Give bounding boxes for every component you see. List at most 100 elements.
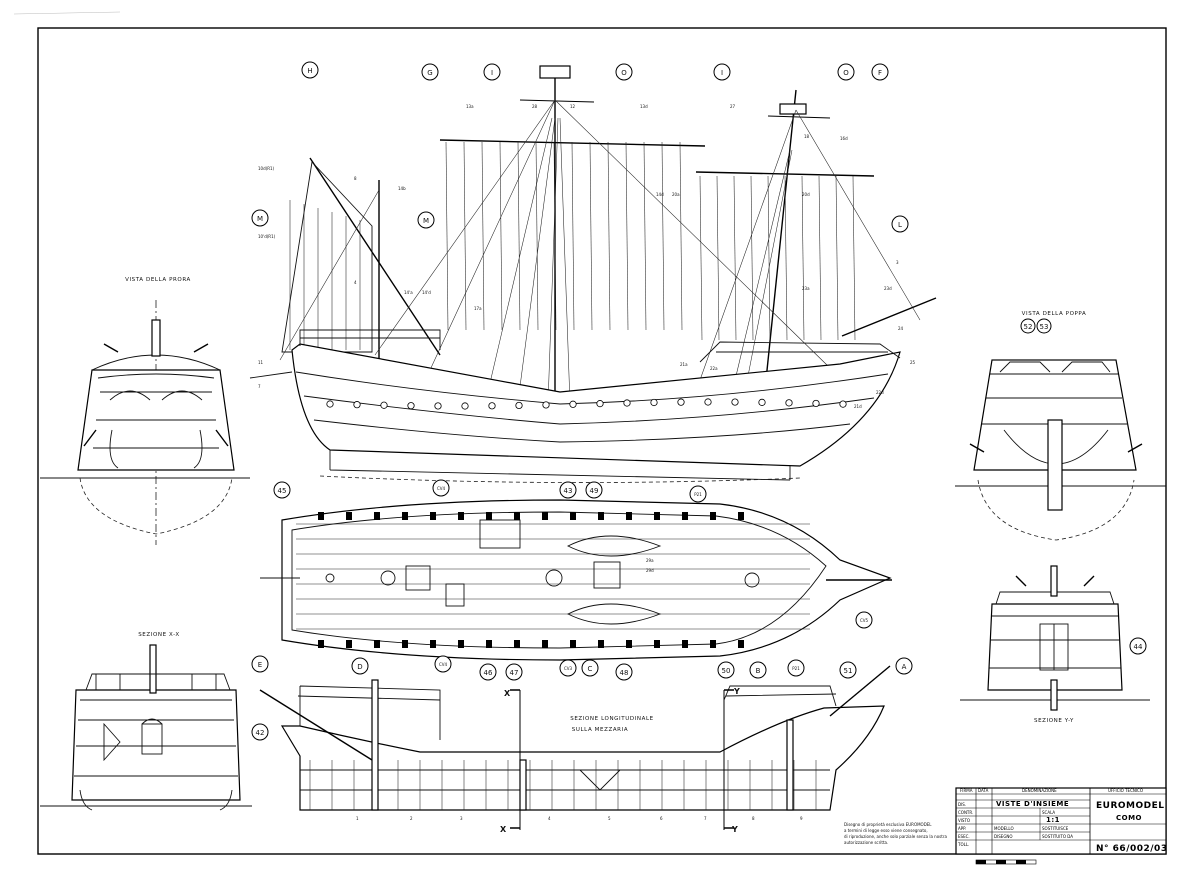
svg-text:A: A [902,663,907,671]
gun-port [650,398,658,407]
sail-seam [767,175,771,341]
deck-gun [542,640,548,648]
svg-text:C: C [588,665,593,673]
deck-gun [458,512,464,520]
marker-CV5: CV5 [855,611,873,629]
sail-seam [481,141,485,331]
svg-text:CV3: CV3 [564,666,573,671]
station-8: 8 [752,816,755,821]
marker-47: 47 [505,663,523,681]
marker-I2: I [713,63,731,81]
marker-B: B [749,661,767,679]
longitudinal-label-2: SULLA MEZZARIA [572,727,628,733]
gun-port [407,402,415,410]
sail-seam [733,175,737,341]
deck-gun [570,512,576,520]
marker-I1: I [483,63,501,81]
marker-P21-bottom: P21 [787,659,805,677]
tb-header-firma: FIRMA [960,788,973,793]
deck-gun [486,512,492,520]
svg-text:48: 48 [620,669,629,677]
svg-text:47: 47 [510,669,519,677]
sail-seam [852,175,856,341]
svg-text:42: 42 [256,729,265,737]
stern-view: VISTA DELLA POPPA [955,311,1166,541]
svg-text:M: M [257,215,263,223]
deck-gun [710,512,716,520]
marker-CV3: CV3 [559,659,577,677]
tb-scale-value: 1:1 [1046,816,1060,824]
marker-A: A [895,657,913,675]
marker-O1: O [615,63,633,81]
marker-M1: M [251,209,269,227]
gun-port [488,402,496,410]
label-22a: 22a [710,366,718,371]
label-14a-prime: 14'a [404,290,413,295]
tb-row-toll: TOLL. [957,842,969,847]
marker-O2: O [837,63,855,81]
gun-port [704,398,712,406]
label-23d: 23d [884,286,892,291]
svg-text:46: 46 [484,669,493,677]
deck-gun [738,512,744,520]
sail-seam [784,175,788,341]
label-14b: 14b [398,186,406,191]
tb-header-data: DATA [978,788,989,793]
marker-46: 46 [479,663,497,681]
label-10d: 10d(R1) [258,166,275,171]
sail-seam [499,141,503,331]
gun-port [731,398,739,406]
deck-gun [346,512,352,520]
sail-seam [625,141,629,331]
tb-row-esec: ESEC. [958,834,970,839]
sail-seam [716,175,720,341]
section-arrows: X X Y Y [500,687,740,834]
svg-text:CV4: CV4 [437,486,446,491]
svg-text:O: O [843,69,849,77]
gun-port [623,399,631,407]
station-7: 7 [704,816,707,821]
label-27: 27 [730,104,736,109]
deck-gun [318,640,324,648]
deck-gun [402,640,408,648]
svg-text:P21: P21 [694,492,702,497]
deck-gun [374,512,380,520]
marker-CV4-bottom: CV4 [434,655,452,673]
tb-row-dis: DIS. [958,802,966,807]
sail-seam [750,175,754,341]
notice-line-3: di riproduzione, anche solo parziale sen… [844,834,947,839]
svg-text:B: B [756,667,761,675]
svg-text:43: 43 [564,487,573,495]
sail-seam [835,175,839,341]
deck-gun [542,512,548,520]
label-14d-prime: 14'd [422,290,431,295]
svg-text:M: M [423,217,429,225]
svg-text:G: G [427,69,432,77]
label-20d: 20d [802,192,810,197]
deck-gun [598,512,604,520]
sail-seam [535,141,539,331]
label-16d: 16d [840,136,848,141]
svg-text:50: 50 [722,667,731,675]
label-13a: 13a [466,104,474,109]
svg-text:I: I [491,69,493,77]
label-21a: 21a [680,362,688,367]
gun-port [812,399,820,408]
label-28: 28 [532,104,538,109]
marker-H: H [301,61,319,79]
sail-seam [818,175,822,341]
deck-gun [682,640,688,648]
title-block: FIRMA DATA DENOMINAZIONE UFFICIO TECNICO… [955,787,1167,865]
svg-text:O: O [621,69,627,77]
sail-seam [607,141,611,331]
section-xx-label: SEZIONE X-X [138,632,180,638]
sail-seam [553,141,557,331]
label-11: 11 [258,360,264,365]
label-4: 4 [354,280,357,285]
deck-gun [738,640,744,648]
deck-gun [318,512,324,520]
prow-view-label: VISTA DELLA PRORA [125,277,191,283]
marker-43: 43 [559,481,577,499]
